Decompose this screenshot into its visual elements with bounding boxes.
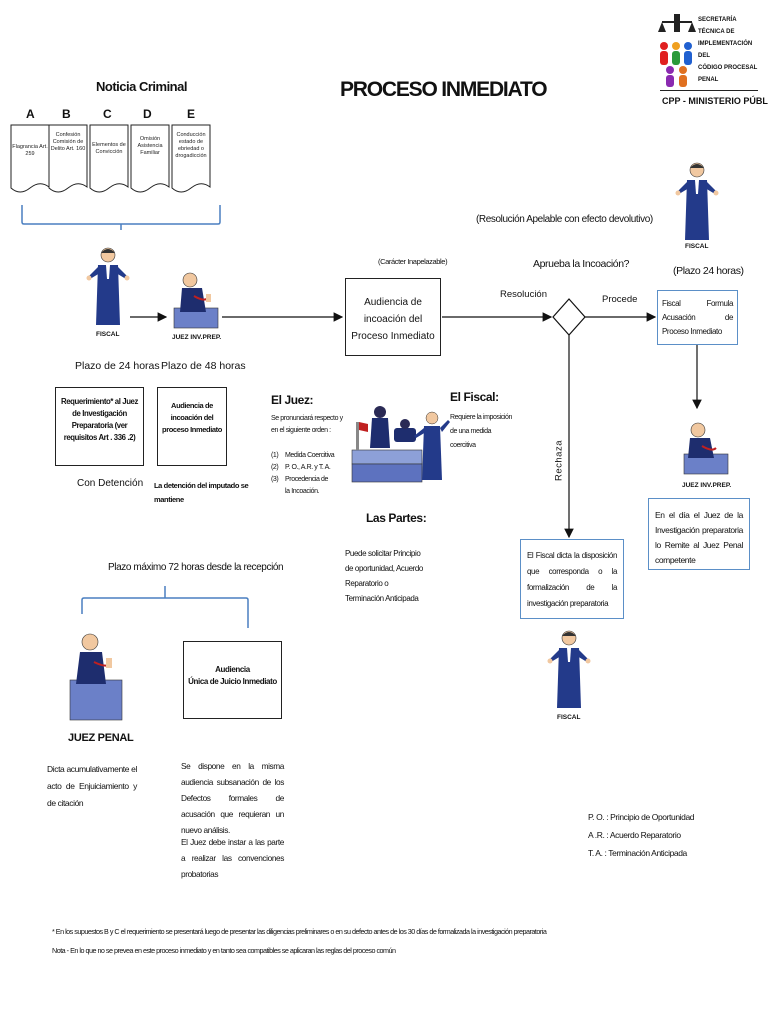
fiscal-label-left: FISCAL bbox=[96, 331, 120, 338]
doc-c: Elementos de Convicción bbox=[89, 124, 129, 196]
fiscal-label-right: FISCAL bbox=[685, 243, 709, 250]
prosecutor-icon bbox=[547, 630, 591, 708]
page-title: PROCESO INMEDIATO bbox=[340, 78, 548, 101]
audiencia-unica-box: Audiencia Única de Juicio Inmediato bbox=[183, 641, 282, 719]
decision-diamond bbox=[552, 298, 586, 336]
logo-text: SECRETARÍA TÉCNICA DE IMPLEMENTACIÓN DEL… bbox=[698, 14, 760, 86]
legend-po: P. O. : Principio de Oportunidad bbox=[588, 812, 695, 822]
el-juez-heading: El Juez: bbox=[271, 393, 314, 407]
fiscal-dicta-box: El Fiscal dicta la disposición que corre… bbox=[520, 539, 624, 619]
audiencia-incoacion-main-text: Audiencia de incoación del Proceso Inmed… bbox=[351, 297, 435, 342]
dicta-text: Dicta acumulativamente el acto de Enjuic… bbox=[47, 764, 137, 808]
logo: SECRETARÍA TÉCNICA DE IMPLEMENTACIÓN DEL… bbox=[654, 10, 768, 114]
footnote-2: Nota - En lo que no se prevea en este pr… bbox=[52, 946, 396, 955]
legend-ar: A .R. : Acuerdo Reparatorio bbox=[588, 830, 681, 840]
juez-item-2: (2) P. O., A.R. y T. A. bbox=[271, 464, 331, 471]
logo-footer: CPP - MINISTERIO PÚBLICO bbox=[662, 96, 768, 106]
doc-b-text: Confesión Comisión de Delito Art. 160 bbox=[50, 132, 86, 152]
legend-ta: T. A. : Terminación Anticipada bbox=[588, 848, 687, 858]
plazo-72: Plazo máximo 72 horas desde la recepción bbox=[108, 562, 284, 573]
judge-desk-icon bbox=[69, 633, 123, 721]
juez-penal-label: JUEZ PENAL bbox=[68, 732, 134, 744]
brace-plazo72 bbox=[81, 586, 249, 628]
fiscal-formula-box: Fiscal Formula Acusación de Proceso Inme… bbox=[657, 290, 738, 345]
el-fiscal-heading: El Fiscal: bbox=[450, 390, 499, 404]
juez-item-1: (1) Medida Coercitiva bbox=[271, 452, 335, 459]
doc-a-text: Flagrancia Art. 259 bbox=[12, 144, 48, 157]
doc-d: Omisión Asistencia Familiar bbox=[130, 124, 170, 196]
fiscal-formula-text: Fiscal Formula Acusación de Proceso Inme… bbox=[662, 299, 733, 336]
logo-line1: SECRETARÍA TÉCNICA DE bbox=[698, 17, 737, 35]
audiencia-incoacion-main: Audiencia de incoación del Proceso Inmed… bbox=[345, 278, 441, 356]
el-juez-debe-text: El Juez debe instar a las parte a realiz… bbox=[181, 837, 284, 879]
audiencia-incoacion-text: Audiencia de incoación del proceso Inmed… bbox=[162, 401, 222, 434]
audiencia-unica-l1: Audiencia bbox=[215, 665, 250, 674]
audiencia-unica-l2: Única de Juicio Inmediato bbox=[188, 677, 277, 686]
rechaza-label: Rechaza bbox=[534, 440, 584, 481]
rechaza-text: Rechaza bbox=[553, 440, 565, 481]
courtroom-icon bbox=[351, 406, 450, 483]
resolucion-label: Resolución bbox=[500, 289, 547, 300]
plazo-48-left: Plazo de 48 horas bbox=[161, 360, 246, 372]
en-el-dia-text: En el día el Juez de la Investigación pr… bbox=[655, 510, 743, 565]
letter-e: E bbox=[187, 107, 196, 121]
judge-desk-icon bbox=[173, 272, 219, 329]
logo-figures-icon bbox=[658, 14, 696, 87]
footnote-1: * En los supuestos B y C el requerimient… bbox=[52, 927, 547, 936]
doc-b: Confesión Comisión de Delito Art. 160 bbox=[48, 124, 88, 196]
aprueba-incoacion: Aprueba la Incoación? bbox=[533, 258, 630, 270]
letter-c: C bbox=[103, 107, 112, 121]
el-juez-list: (1) Medida Coercitiva (2) P. O., A.R. y … bbox=[271, 450, 351, 498]
prosecutor-icon bbox=[86, 247, 130, 325]
las-partes-heading: Las Partes: bbox=[366, 511, 427, 525]
fiscal-label-bottom: FISCAL bbox=[557, 714, 581, 721]
courtroom-illustration bbox=[350, 398, 450, 488]
fiscal-dicta-text: El Fiscal dicta la disposición que corre… bbox=[527, 551, 617, 608]
juez-inv-label-right: JUEZ INV.PREP. bbox=[682, 482, 732, 489]
legend: P. O. : Principio de Oportunidad A .R. :… bbox=[588, 808, 695, 862]
letter-b: B bbox=[62, 107, 71, 121]
con-detencion: Con Detención bbox=[77, 478, 144, 489]
resolucion-apelable: (Resolución Apelable con efecto devoluti… bbox=[476, 214, 653, 225]
logo-line2: IMPLEMENTACIÓN DEL bbox=[698, 41, 753, 59]
detencion-mantiene: La detención del imputado se mantiene bbox=[154, 481, 249, 504]
audiencia-incoacion-box: Audiencia de incoación del proceso Inmed… bbox=[157, 387, 227, 466]
doc-e-text: Conducción estado de ebriedad o drogadic… bbox=[175, 132, 207, 159]
las-partes-text: Puede solicitar Principio de oportunidad… bbox=[345, 549, 423, 603]
logo-line3: CÓDIGO PROCESAL PENAL bbox=[698, 65, 758, 83]
letter-d: D bbox=[143, 107, 152, 121]
procede-label: Procede bbox=[602, 294, 638, 305]
fiscal-figure-left: FISCAL bbox=[86, 245, 130, 345]
fiscal-figure-bottom: FISCAL bbox=[547, 628, 591, 728]
requerimiento-text: Requerimiento* al Juez de Investigación … bbox=[61, 397, 138, 442]
plazo-24-left: Plazo de 24 horas bbox=[75, 360, 160, 372]
juez-item-3: (3) Procedencia de la Incoación. bbox=[271, 476, 329, 495]
juez-inv-label-left: JUEZ INV.PREP. bbox=[172, 334, 222, 341]
el-fiscal-text: Requiere la imposición de una medida coe… bbox=[450, 414, 513, 449]
logo-rule bbox=[660, 90, 758, 91]
noticia-heading: Noticia Criminal bbox=[96, 79, 187, 94]
judge-desk-icon bbox=[683, 422, 729, 475]
letter-a: A bbox=[26, 107, 35, 121]
doc-c-text: Elementos de Convicción bbox=[92, 142, 126, 155]
doc-e: Conducción estado de ebriedad o drogadic… bbox=[171, 124, 211, 196]
juez-penal-figure: JUEZ PENAL bbox=[66, 628, 134, 748]
brace-noticia bbox=[21, 205, 221, 230]
en-el-dia-box: En el día el Juez de la Investigación pr… bbox=[648, 498, 750, 570]
prosecutor-icon bbox=[675, 162, 719, 240]
juez-inv-figure-left: JUEZ INV.PREP. bbox=[168, 268, 224, 346]
juez-inv-figure-right: JUEZ INV.PREP. bbox=[678, 418, 734, 493]
doc-a: Flagrancia Art. 259 bbox=[10, 124, 50, 196]
se-dispone-text: Se dispone en la misma audiencia subsana… bbox=[181, 761, 284, 835]
doc-d-text: Omisión Asistencia Familiar bbox=[137, 136, 163, 156]
plazo-24-right: (Plazo 24 horas) bbox=[673, 265, 744, 277]
caracter-inapelable: (Carácter Inapelazable) bbox=[378, 257, 448, 266]
el-juez-intro: Se pronunciará respecto y en el siguient… bbox=[271, 415, 343, 434]
requerimiento-box: Requerimiento* al Juez de Investigación … bbox=[55, 387, 144, 466]
fiscal-figure-right: FISCAL bbox=[675, 160, 719, 260]
